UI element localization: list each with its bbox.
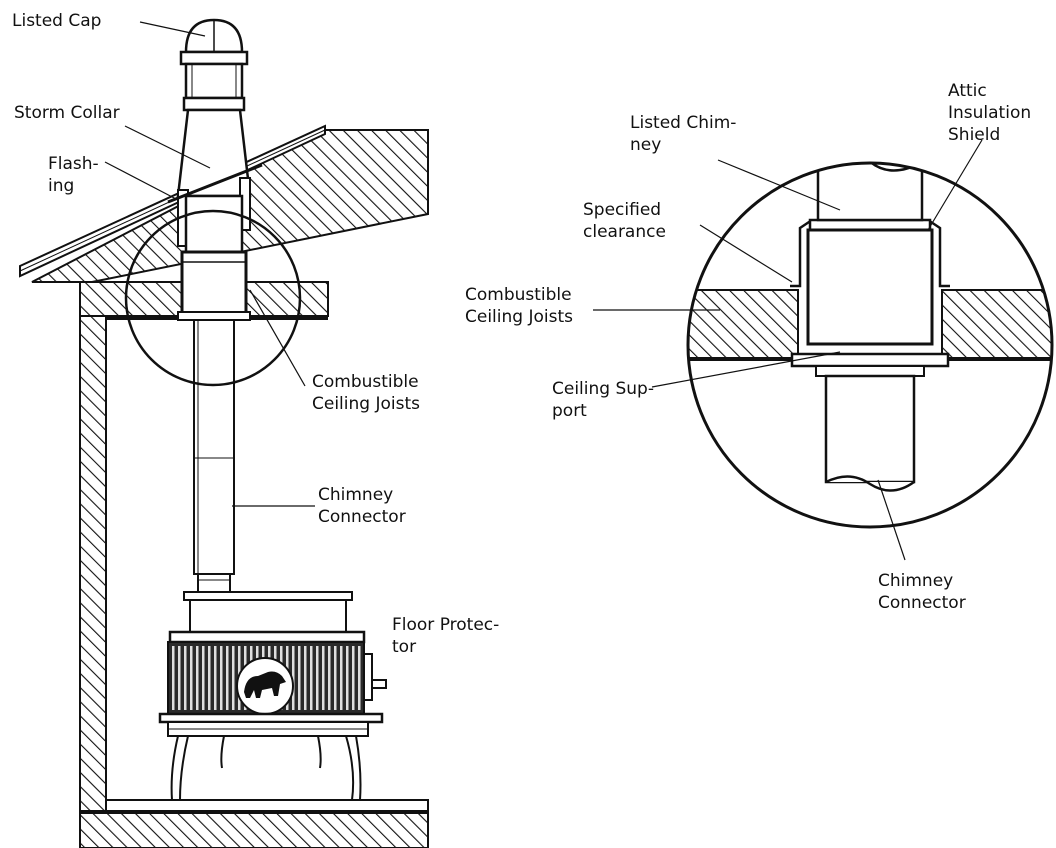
listed-chimney-left bbox=[177, 194, 251, 321]
chimney-connector-left bbox=[193, 319, 235, 593]
label-combustible-ceiling-joists-right: Combustible Ceiling Joists bbox=[465, 285, 573, 327]
detail-circle-right bbox=[686, 161, 1054, 529]
label-storm-collar: Storm Collar bbox=[14, 103, 120, 123]
leader-lines-left bbox=[104, 21, 315, 507]
label-chimney-connector-right: Chimney Connector bbox=[878, 571, 966, 613]
leader-lines-right bbox=[593, 139, 983, 561]
label-floor-protector: Floor Protec- tor bbox=[392, 615, 500, 657]
wall bbox=[79, 315, 107, 848]
label-ceiling-support: Ceiling Sup- port bbox=[552, 379, 654, 421]
label-chimney-connector-left: Chimney Connector bbox=[318, 485, 406, 527]
label-combustible-ceiling-joists-left: Combustible Ceiling Joists bbox=[312, 372, 420, 414]
label-listed-cap: Listed Cap bbox=[12, 11, 102, 31]
label-listed-chimney: Listed Chim- ney bbox=[630, 113, 737, 155]
detail-view bbox=[688, 163, 1052, 492]
label-specified-clearance: Specified clearance bbox=[583, 200, 666, 242]
stove bbox=[158, 591, 387, 801]
label-flashing: Flash- ing bbox=[48, 154, 99, 196]
listed-cap bbox=[179, 18, 249, 100]
detail-circle-left bbox=[124, 209, 302, 387]
floor bbox=[79, 799, 429, 848]
label-attic-insulation-shield: Attic Insulation Shield bbox=[948, 81, 1032, 145]
storm-collar bbox=[176, 96, 252, 198]
